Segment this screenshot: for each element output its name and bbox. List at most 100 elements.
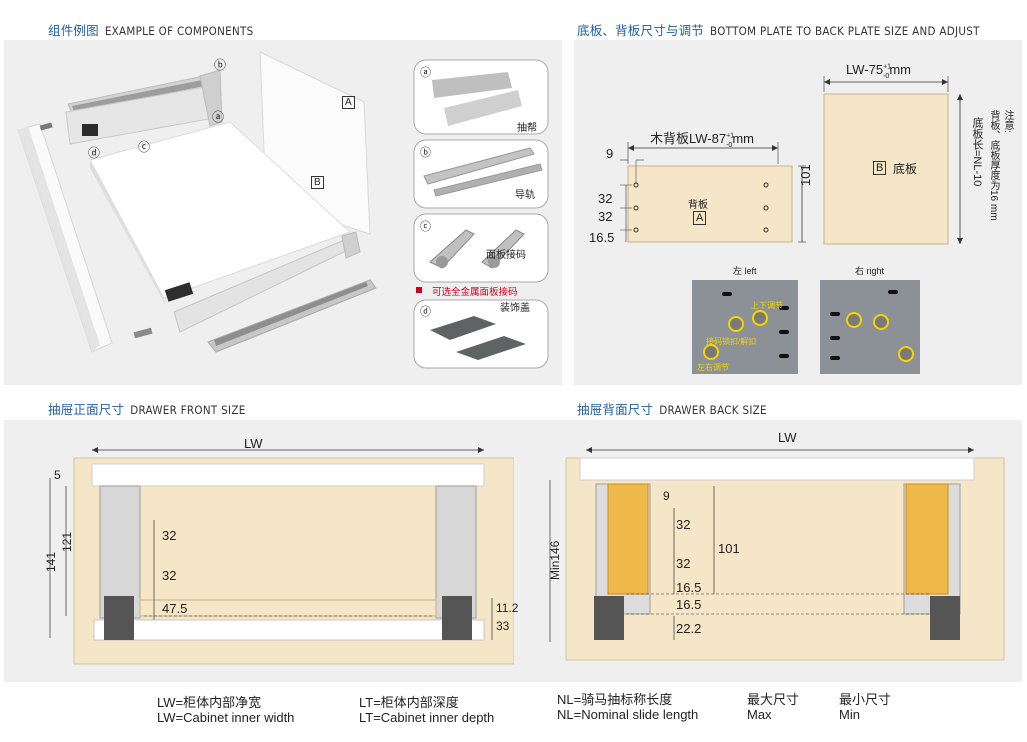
components-note: 可选全金属面板接码	[432, 287, 518, 298]
card-b	[413, 139, 549, 209]
front-d5: 33	[496, 619, 510, 633]
legend-min-en: Min	[839, 707, 860, 722]
bottom-plate-mark: B	[873, 161, 887, 175]
bottom-rail-track	[214, 282, 368, 346]
back-offset: 9	[663, 489, 670, 503]
front-top: 5	[54, 468, 61, 482]
mark-c: ⓒ	[138, 140, 151, 154]
rear-bracket	[164, 282, 194, 302]
mark-B: B	[311, 176, 324, 189]
connector-right	[133, 327, 153, 339]
legend-nl-en: NL=Nominal slide length	[557, 707, 699, 722]
bottom-plate-edge	[90, 160, 166, 306]
section-title-zh: 底板、背板尺寸与调节	[577, 24, 705, 38]
back-left-bracket	[607, 483, 649, 595]
card-c	[413, 213, 549, 283]
legend-lw: LW=柜体内部净宽 LW=Cabinet inner width	[157, 695, 294, 725]
right-label: 右 right	[855, 266, 885, 276]
back-left-slide	[594, 596, 624, 640]
back-d2: 32	[676, 556, 691, 571]
back-plate-mark: A	[693, 211, 707, 225]
adjust-lock: 接码锁扣/解扣	[706, 337, 757, 346]
back-d1: 32	[676, 517, 691, 532]
drawer-front-diagram	[49, 447, 514, 665]
front-d1: 32	[162, 528, 177, 543]
section-title-en: EXAMPLE OF COMPONENTS	[104, 24, 254, 38]
legend-min-zh: 最小尺寸	[839, 692, 892, 707]
back-plate-name: 背板	[688, 200, 708, 211]
card-a	[413, 59, 549, 135]
legend-lt-en: LT=Cabinet inner depth	[359, 710, 495, 725]
legend-nl-zh: NL=骑马抽标称长度	[557, 692, 673, 707]
bottom-plate-formula: LW-75+1-0mm	[846, 62, 911, 80]
section-title-back: 抽屉背面尺寸 DRAWER BACK SIZE	[577, 399, 767, 418]
back-plate	[627, 165, 793, 243]
plate-diagram	[620, 76, 963, 374]
left-side-clip	[82, 124, 98, 136]
left-label: 左 left	[733, 266, 757, 276]
mark-a: ⓐ	[212, 110, 225, 124]
section-title-bottom-back: 底板、背板尺寸与调节 BOTTOM PLATE TO BACK PLATE SIZ…	[577, 20, 980, 39]
front-lw: LW	[244, 436, 263, 451]
note-bullet	[416, 287, 422, 293]
back-d3: 16.5	[676, 580, 702, 595]
adjust-leftright: 左右调节	[697, 363, 729, 372]
card-d-label: 装饰盖	[500, 303, 530, 314]
front-d3: 47.5	[162, 601, 188, 616]
left-side-front-end	[199, 69, 223, 127]
card-c-mark: ⓒ	[420, 221, 431, 233]
card-a-mark: ⓐ	[420, 67, 431, 79]
top-rail-track	[72, 78, 214, 112]
hole-gap-1: 32	[598, 191, 613, 206]
connector-left	[39, 122, 53, 131]
mark-d: ⓓ	[88, 146, 101, 160]
back-right-bracket	[905, 483, 949, 595]
card-b-label: 导轨	[515, 190, 535, 201]
adjust-updown: 上下调节	[751, 301, 783, 310]
section-title-en: DRAWER FRONT SIZE	[130, 403, 246, 417]
back-min: Min146	[548, 540, 562, 580]
legend-max-en: Max	[747, 707, 772, 722]
back-right-slide	[930, 596, 960, 640]
legend-lt: LT=柜体内部深度 LT=Cabinet inner depth	[359, 695, 494, 725]
legend-nl: NL=骑马抽标称长度 NL=Nominal slide length	[557, 692, 698, 722]
card-a-label: 抽帮	[517, 123, 537, 134]
back-plate-offset: 9	[606, 146, 614, 161]
section-title-zh: 抽屉正面尺寸	[48, 403, 125, 417]
legend-lt-zh: LT=柜体内部深度	[359, 695, 459, 710]
back-lw: LW	[778, 430, 797, 445]
right-side-end	[341, 231, 361, 259]
back-h101: 101	[718, 541, 740, 556]
back-d5: 22.2	[676, 621, 702, 636]
back-d4: 16.5	[676, 597, 702, 612]
section-title-zh: 组件例图	[48, 24, 99, 38]
bottom-plate-length: 底板长=NL-10	[971, 117, 983, 187]
section-title-en: BOTTOM PLATE TO BACK PLATE SIZE AND ADJU…	[710, 24, 980, 38]
front-h141: 141	[44, 551, 58, 572]
mark-b: ⓑ	[214, 58, 227, 72]
section-title-front: 抽屉正面尺寸 DRAWER FRONT SIZE	[48, 399, 246, 418]
front-h121: 121	[60, 531, 74, 552]
left-hardware-photo	[692, 280, 798, 374]
legend-lw-zh: LW=柜体内部净宽	[157, 695, 262, 710]
drawer-back-diagram	[549, 447, 1005, 661]
mark-A: A	[342, 96, 355, 109]
front-right-slide	[442, 596, 472, 640]
hole-gap-2: 32	[598, 209, 613, 224]
legend-lw-en: LW=Cabinet inner width	[157, 710, 295, 725]
bottom-plate-name: 底板	[893, 162, 918, 176]
back-plate-bottom-offset: 16.5	[589, 230, 615, 245]
legend-max: 最大尺寸 Max	[747, 692, 799, 722]
card-c-label: 面板接码	[486, 250, 526, 261]
card-d	[413, 299, 549, 369]
front-left-slide	[104, 596, 134, 640]
legend-min: 最小尺寸 Min	[839, 692, 891, 722]
back-plate-height: 101	[798, 164, 813, 186]
section-title-en: DRAWER BACK SIZE	[659, 403, 767, 417]
card-b-mark: ⓑ	[420, 147, 431, 159]
front-d2: 32	[162, 568, 177, 583]
plate-note-title: 注意:	[1002, 110, 1013, 133]
components-exploded-view	[17, 51, 549, 369]
plate-note-text: 背板、底板厚度为16 mm	[988, 110, 999, 221]
section-title-zh: 抽屉背面尺寸	[577, 403, 654, 417]
